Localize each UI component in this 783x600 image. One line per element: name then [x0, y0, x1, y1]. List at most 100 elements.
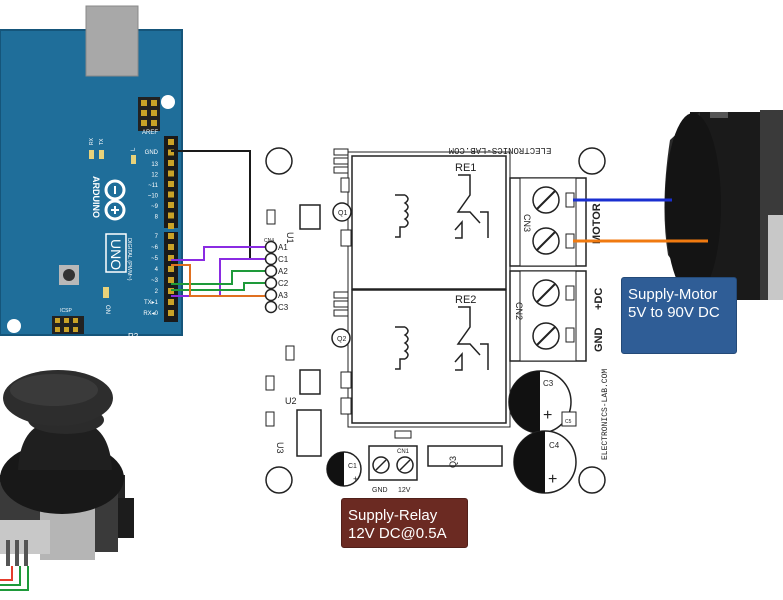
header-pin	[168, 266, 174, 272]
cn4-pin-label: A2	[278, 267, 288, 276]
terminal-cn3: CN3	[509, 177, 587, 267]
pin-label: ~3	[151, 278, 159, 284]
q1-label: Q1	[338, 210, 347, 217]
relay-re2	[351, 289, 507, 424]
cn4-pin	[264, 300, 278, 314]
header-pin	[168, 202, 174, 208]
component-small	[265, 375, 275, 391]
rx-led-label: RX	[89, 137, 95, 145]
cn4-label: CN4	[264, 238, 274, 244]
terminal-cn1: CN1	[368, 445, 418, 481]
cn4-pin-label: C3	[278, 303, 289, 312]
component-small	[340, 177, 350, 193]
cn3-motor-label: MOTOR	[591, 203, 603, 244]
capacitor-c1: C1 +	[326, 451, 362, 487]
cn1-12v-label: 12V	[398, 487, 411, 494]
header-pin	[168, 244, 174, 250]
c5-label: C5	[565, 419, 572, 425]
component-small	[340, 371, 352, 389]
dc-motor	[664, 110, 783, 300]
q2-label: Q2	[337, 336, 346, 343]
component-small	[266, 209, 276, 225]
pin-label: ~6	[151, 245, 159, 251]
header-pin	[168, 160, 174, 166]
ic-u3-body	[296, 409, 322, 457]
pin-label: ~9	[151, 204, 159, 210]
l-led	[131, 155, 136, 164]
pin-label: 7	[155, 234, 159, 240]
header-pin	[168, 233, 174, 239]
pin-label: ~5	[151, 256, 159, 262]
usb-connector	[85, 5, 139, 77]
cn1-gnd-label: GND	[372, 487, 388, 494]
cn2-gnd-label: GND	[593, 328, 605, 353]
component-small	[394, 430, 412, 439]
pin-label: 2	[155, 289, 159, 295]
relay-re1-label: RE1	[455, 162, 476, 174]
l-led-label: L	[131, 147, 137, 151]
c3-label: C3	[543, 379, 554, 388]
cn4-pin-label: A3	[278, 291, 288, 300]
icsp-label: ICSP	[60, 308, 72, 314]
pin-label: RX◂0	[143, 311, 158, 317]
header-pin	[168, 255, 174, 261]
wire-black	[171, 150, 266, 260]
revision-label: R2	[128, 332, 139, 341]
transistor-q3	[427, 445, 503, 467]
c4-label: C4	[549, 441, 560, 450]
ic-u1-body	[299, 204, 321, 230]
component-small	[340, 229, 352, 247]
relay-re1-symbol	[395, 174, 489, 239]
component-small	[333, 300, 349, 308]
board-mount-hole	[578, 147, 606, 175]
relay-board: ELECTRONICS-LAB.COM ELECTRONICS-LAB.COM …	[264, 145, 610, 494]
cn4-pin	[264, 288, 278, 302]
signal-wires	[171, 150, 266, 297]
reset-button	[59, 265, 79, 285]
header-pin	[168, 212, 174, 219]
cn1-label: CN1	[397, 449, 410, 455]
cn2-dc-label: +DC	[593, 288, 605, 310]
svg-text:+: +	[543, 407, 552, 424]
u3-label: U3	[275, 442, 285, 454]
pin-labels-bottom: 7 ~6 ~5 4 ~3 2TX▸1RX◂0	[143, 234, 158, 317]
terminal-cn2: CN2	[509, 270, 587, 362]
component-small	[265, 411, 275, 427]
arduino-brand: ARDUINO	[91, 176, 101, 218]
svg-text:+: +	[548, 471, 557, 488]
pin-label: 4	[155, 267, 159, 273]
wire-green-2	[171, 282, 266, 291]
pin-label: 8	[155, 215, 159, 221]
arduino-logo	[104, 179, 126, 221]
wire-orange	[171, 264, 266, 297]
header-pin	[168, 149, 174, 156]
component-small	[333, 157, 349, 165]
arduino-mount-hole	[7, 319, 21, 333]
capacitor-c4: C4 +	[513, 430, 577, 494]
cn3-label: CN3	[522, 214, 532, 232]
tx-led	[99, 150, 104, 159]
component-small	[333, 309, 349, 317]
digital-header-label: DIGITAL (PWM~)	[126, 238, 132, 281]
arduino-mount-hole	[161, 95, 175, 109]
capacitor-c3: C3 +	[508, 370, 572, 434]
relay-re2-symbol	[395, 306, 489, 371]
relay-re2-label: RE2	[455, 294, 476, 306]
header-pin	[168, 223, 174, 229]
aref-header	[138, 97, 160, 131]
transistor-q2	[331, 328, 351, 348]
ic-u2-body	[299, 369, 321, 395]
pin-label: ~10	[148, 194, 159, 200]
svg-text:+: +	[353, 474, 358, 484]
gnd-label: GND	[145, 150, 159, 156]
supply-relay-line1: Supply-Relay	[348, 507, 438, 524]
supply-relay-label-box: Supply-Relay 12V DC@0.5A	[341, 498, 468, 548]
on-led-label: ON	[104, 305, 110, 314]
header-pin	[168, 191, 174, 198]
pin-label: 12	[151, 173, 158, 179]
header-pin	[168, 299, 174, 305]
pin-label: TX▸1	[144, 300, 159, 306]
